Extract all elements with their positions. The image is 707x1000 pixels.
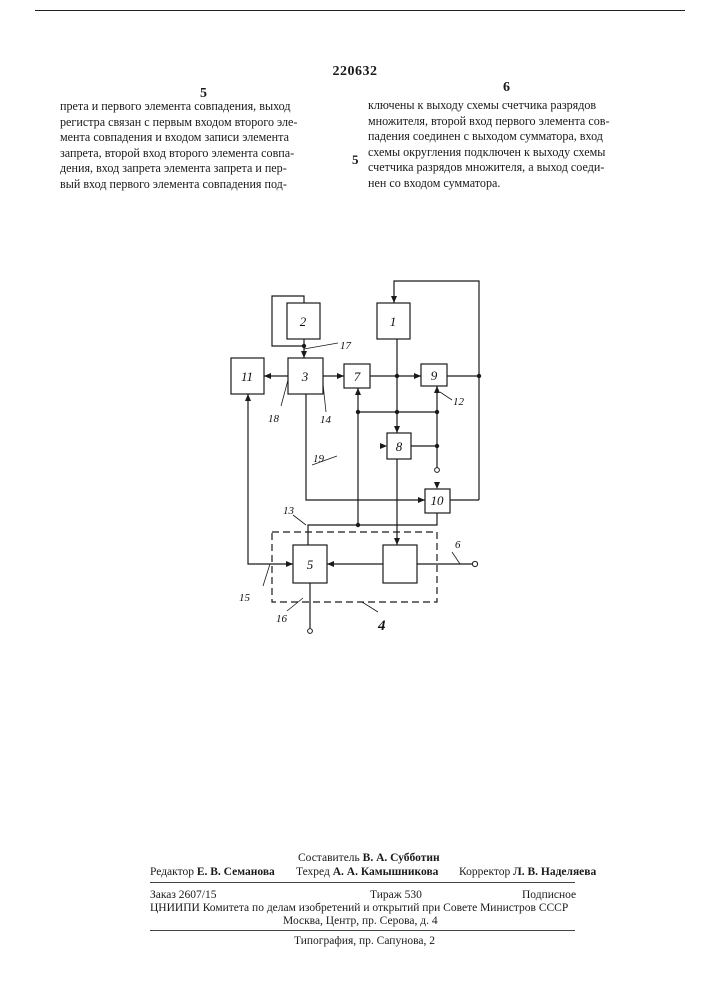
arrow: [434, 482, 440, 489]
label-4: 4: [377, 618, 386, 634]
text-line: счетчика разрядов множителя, а выход сое…: [368, 160, 646, 176]
line-number-marker: 5: [352, 152, 359, 168]
institute: ЦНИИПИ Комитета по делам изобретений и о…: [150, 901, 568, 915]
right-column-number: 6: [503, 80, 510, 96]
junction-dot: [395, 410, 399, 414]
arrow: [394, 538, 400, 545]
arrow: [301, 351, 307, 358]
leader: [304, 343, 338, 349]
right-text-column: ключены к выходу схемы счетчика разрядов…: [368, 98, 646, 192]
text-line: мента совпадения и входом записи элемент…: [60, 130, 336, 146]
label-9: 9: [431, 368, 438, 383]
text-line: дения, вход запрета элемента запрета и п…: [60, 161, 336, 177]
corrector-label: Корректор: [459, 866, 510, 878]
text-line: множителя, второй вход первого элемента …: [368, 114, 646, 130]
arrow: [286, 561, 293, 567]
leader: [323, 384, 326, 412]
wire: [306, 394, 425, 500]
leader: [263, 564, 270, 586]
arrow: [245, 394, 251, 401]
arrow: [264, 373, 271, 379]
arrow: [327, 561, 334, 567]
leader: [452, 552, 460, 564]
label-14: 14: [320, 414, 332, 426]
label-5: 5: [307, 557, 314, 572]
wire: [394, 281, 479, 376]
subscription: Подписное: [522, 888, 576, 902]
block-5b: [383, 545, 417, 583]
text-line: схемы округления подключен к выходу схем…: [368, 145, 646, 161]
label-18: 18: [268, 413, 280, 425]
label-3: 3: [301, 369, 309, 384]
arrow: [418, 497, 425, 503]
text-line: ключены к выходу схемы счетчика разрядов: [368, 98, 646, 114]
techred-name: А. А. Камышникова: [333, 866, 439, 878]
junction-dot: [435, 444, 439, 448]
text-line: падения соединен с выходом сумматора, вх…: [368, 129, 646, 145]
leader: [440, 392, 452, 400]
arrow: [394, 426, 400, 433]
order-number: Заказ 2607/15: [150, 888, 217, 902]
junction-dot: [477, 374, 481, 378]
editor-line: Редактор Е. В. Семанова: [150, 865, 275, 879]
label-8: 8: [396, 439, 403, 454]
terminal: [435, 468, 440, 473]
arrow: [380, 443, 387, 449]
wire: [308, 513, 437, 545]
terminal: [472, 561, 477, 566]
label-15: 15: [239, 592, 251, 604]
terminal: [308, 629, 313, 634]
block-4-dashed: [272, 532, 437, 602]
arrow: [337, 373, 344, 379]
left-text-column: прета и первого элемента совпадения, вых…: [60, 99, 336, 193]
label-13: 13: [283, 505, 295, 517]
circulation: Тираж 530: [370, 888, 422, 902]
leader: [287, 598, 303, 611]
leader: [281, 380, 288, 406]
techred-label: Техред: [296, 866, 330, 878]
circuit-diagram: 2 1 11 3 7 9 8 10 5 17 18 14 19 12 13 6 …: [225, 270, 495, 650]
techred-line: Техред А. А. Камышникова: [296, 865, 438, 879]
label-19: 19: [313, 453, 325, 465]
corrector-line: Корректор Л. В. Наделяева: [459, 865, 596, 879]
text-line: нен со входом сумматора.: [368, 176, 646, 192]
junction-dot: [395, 374, 399, 378]
junction-dot: [356, 523, 360, 527]
label-6: 6: [455, 539, 461, 551]
arrow: [355, 388, 361, 395]
label-7: 7: [354, 369, 361, 384]
leader: [362, 602, 378, 612]
arrow: [434, 386, 440, 393]
footer-rule: [150, 882, 575, 883]
printer: Типография, пр. Сапунова, 2: [294, 934, 435, 948]
text-line: регистра связан с первым входом второго …: [60, 115, 336, 131]
arrow: [414, 373, 421, 379]
top-rule: [35, 10, 685, 11]
label-10: 10: [431, 493, 445, 508]
editor-label: Редактор: [150, 866, 194, 878]
address: Москва, Центр, пр. Серова, д. 4: [283, 914, 438, 928]
text-line: вый вход первого элемента совпадения под…: [60, 177, 336, 193]
label-1: 1: [390, 314, 397, 329]
footer-rule-bottom: [150, 930, 575, 931]
editor-name: Е. В. Семанова: [197, 866, 275, 878]
corrector-name: Л. В. Наделяева: [513, 866, 596, 878]
text-line: прета и первого элемента совпадения, вых…: [60, 99, 336, 115]
compiler-name: В. А. Субботин: [363, 852, 440, 864]
junction-dot: [356, 410, 360, 414]
patent-number: 220632: [300, 64, 410, 80]
text-line: запрета, второй вход второго элемента со…: [60, 146, 336, 162]
junction-dot: [302, 344, 306, 348]
arrow: [391, 296, 397, 303]
compiler-line: Составитель В. А. Субботин: [298, 851, 440, 865]
junction-dot: [435, 410, 439, 414]
leader: [293, 515, 306, 525]
label-16: 16: [276, 613, 288, 625]
label-11: 11: [241, 369, 253, 384]
compiler-label: Составитель: [298, 852, 360, 864]
label-17: 17: [340, 340, 352, 352]
label-2: 2: [300, 314, 307, 329]
label-12: 12: [453, 396, 465, 408]
